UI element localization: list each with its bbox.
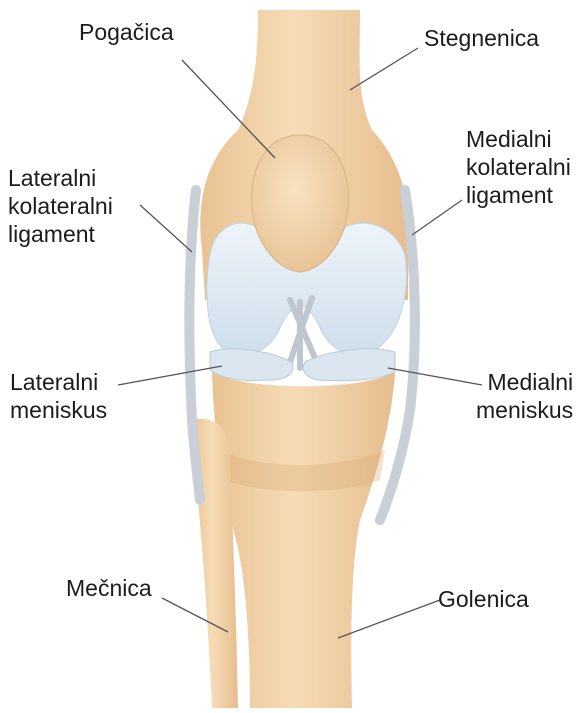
- label-femur-text: Stegnenica: [424, 24, 539, 52]
- leader-femur: [350, 48, 418, 90]
- label-lcl-line-1: Lateralni: [8, 164, 113, 192]
- label-lcl-line-2: kolateralni: [8, 192, 113, 220]
- label-mcl-line-3: ligament: [466, 181, 571, 209]
- label-lateral-meniscus-line-2: meniskus: [10, 396, 107, 424]
- label-lateral-meniscus: Lateralni meniskus: [10, 368, 107, 424]
- label-lateral-collateral-ligament: Lateralni kolateralni ligament: [8, 164, 113, 248]
- medial-meniscus-shape: [303, 349, 395, 381]
- label-lateral-meniscus-line-1: Lateralni: [10, 368, 107, 396]
- label-mcl-line-2: kolateralni: [466, 153, 571, 181]
- leader-lateral-meniscus: [118, 366, 222, 385]
- tibia-bone: [212, 372, 395, 708]
- leader-lcl: [140, 205, 192, 252]
- label-tibia-text: Golenica: [438, 585, 529, 613]
- leader-medial-meniscus: [388, 368, 482, 385]
- label-mcl-line-1: Medialni: [466, 125, 571, 153]
- label-medial-collateral-ligament: Medialni kolateralni ligament: [466, 125, 571, 209]
- leader-mcl: [412, 200, 462, 235]
- label-medial-meniscus-line-1: Medialni: [476, 368, 573, 396]
- lateral-meniscus-shape: [210, 349, 293, 381]
- label-lcl-line-3: ligament: [8, 220, 113, 248]
- leader-tibia: [338, 600, 440, 638]
- label-medial-meniscus-line-2: meniskus: [476, 396, 573, 424]
- label-patella: Pogačica: [79, 18, 174, 46]
- label-tibia: Golenica: [438, 585, 529, 613]
- lateral-collateral-ligament: [189, 190, 200, 500]
- label-fibula-text: Mečnica: [66, 574, 152, 602]
- label-femur: Stegnenica: [424, 24, 539, 52]
- label-medial-meniscus: Medialni meniskus: [476, 368, 573, 424]
- label-fibula: Mečnica: [66, 574, 152, 602]
- label-patella-text: Pogačica: [79, 18, 174, 46]
